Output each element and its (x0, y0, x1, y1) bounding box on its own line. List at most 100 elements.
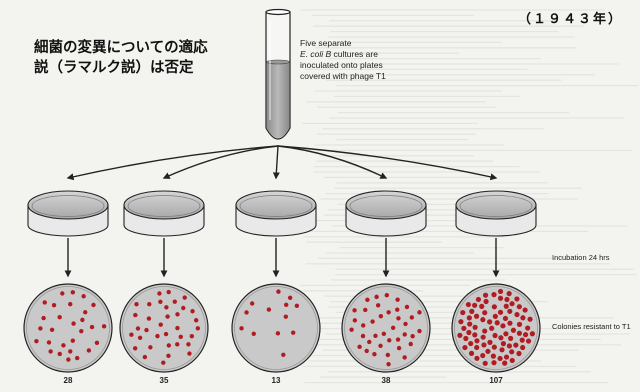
colony-dot (79, 329, 83, 333)
colony-dot (187, 351, 191, 355)
colony-plate (232, 284, 320, 372)
colony-dot (80, 318, 84, 322)
colony-count: 38 (366, 376, 406, 385)
colony-dot (504, 304, 509, 309)
colony-dot (175, 312, 179, 316)
colony-dot (461, 326, 466, 331)
colony-dot (276, 331, 280, 335)
colony-plate (342, 284, 430, 372)
colony-dot (403, 322, 407, 326)
colony-dot (517, 322, 522, 327)
colony-dot (491, 360, 496, 365)
colony-dot (467, 321, 472, 326)
colony-dot (513, 342, 518, 347)
colony-dot (190, 334, 194, 338)
colony-dot (68, 302, 72, 306)
colony-dot (68, 349, 72, 353)
colony-dot (38, 326, 42, 330)
colony-dot (502, 361, 507, 366)
colony-dot (288, 296, 292, 300)
colony-dot (167, 343, 171, 347)
colony-dot (473, 325, 478, 330)
colony-dot (476, 297, 481, 302)
petri-dish (124, 191, 204, 236)
colony-dot (133, 313, 137, 317)
colony-dot (183, 295, 187, 299)
colony-dot (403, 332, 407, 336)
colony-dot (284, 303, 288, 307)
colony-dot (525, 325, 530, 330)
colony-dot (503, 316, 508, 321)
colony-dot (50, 328, 54, 332)
colony-dot (143, 355, 147, 359)
colony-dot (395, 308, 399, 312)
petri-dish (28, 191, 108, 236)
test-tube (266, 10, 290, 140)
colony-dot (165, 314, 169, 318)
distribution-arrow (276, 146, 278, 178)
colony-dot (374, 295, 378, 299)
colony-dot (480, 353, 485, 358)
description-line: inoculated onto plates (300, 60, 470, 71)
diagram-title: 細菌の変異についての適応 説（ラマルク説）は否定 (34, 38, 244, 78)
colony-dot (462, 345, 467, 350)
colony-dot (500, 323, 505, 328)
colony-dot (164, 305, 168, 309)
colony-dot (523, 332, 528, 337)
colony-dot (155, 334, 159, 338)
colony-dot (474, 356, 479, 361)
colony-dot (378, 344, 382, 348)
colony-dot (361, 323, 365, 327)
colony-dot (175, 342, 179, 346)
colony-dot (173, 299, 177, 303)
colony-dot (498, 310, 503, 315)
colony-dot (267, 307, 271, 311)
colony-dot (509, 349, 514, 354)
colony-dot (48, 349, 52, 353)
colony-dot (83, 310, 87, 314)
petri-dishes (28, 191, 536, 236)
colony-dot (66, 357, 70, 361)
colony-dot (87, 348, 91, 352)
colony-dot (363, 308, 367, 312)
colony-dot (474, 345, 479, 350)
description-line: Five separate (300, 38, 470, 49)
colony-dot (489, 326, 494, 331)
colony-dot (410, 315, 414, 319)
colony-dot (460, 310, 465, 315)
colony-dot (61, 343, 65, 347)
colony-dot (365, 298, 369, 302)
colony-dot (252, 332, 256, 336)
colony-plates (24, 284, 540, 372)
colony-dot (391, 326, 395, 330)
colony-dot (365, 349, 369, 353)
colony-dot (458, 319, 463, 324)
colony-dot (71, 321, 75, 325)
colony-dot (495, 320, 500, 325)
colony-dot (239, 326, 243, 330)
colony-dot (58, 352, 62, 356)
colony-plate (452, 284, 540, 372)
colony-dot (520, 338, 525, 343)
colony-dot (41, 316, 45, 320)
colony-dot (71, 290, 75, 294)
colony-dot (43, 300, 47, 304)
colony-dot (511, 328, 516, 333)
colony-dot (175, 326, 179, 330)
colony-dot (148, 345, 152, 349)
colony-dot (468, 341, 473, 346)
colony-dot (466, 330, 471, 335)
colony-dot (472, 303, 477, 308)
colony-dot (144, 328, 148, 332)
colony-dot (474, 338, 479, 343)
colony-dot (60, 291, 64, 295)
colony-dot (138, 336, 142, 340)
colony-dot (410, 334, 414, 338)
colony-dot (483, 293, 488, 298)
colony-dot (491, 292, 496, 297)
description-text: cultures are (331, 49, 378, 59)
colony-dot (147, 316, 151, 320)
colony-dot (379, 314, 383, 318)
colony-dot (491, 354, 496, 359)
colony-dot (386, 310, 390, 314)
